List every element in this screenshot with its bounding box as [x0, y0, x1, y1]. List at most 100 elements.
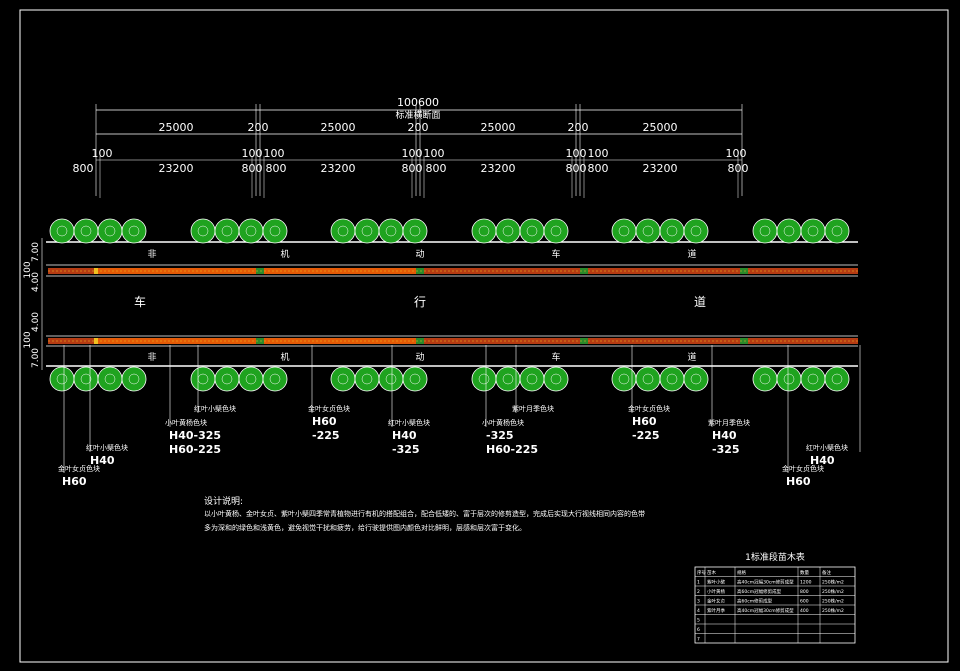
tree-canopy-ring — [526, 225, 538, 237]
tree-canopy-ring — [361, 225, 373, 237]
lane-label-upper-1: 非 — [147, 248, 156, 260]
table-cell: 紫叶小檗 — [707, 579, 725, 586]
tree-symbol — [752, 218, 778, 244]
callout-label: 紫叶月季色块 — [512, 404, 554, 413]
notes-title: 设计说明: — [204, 495, 243, 507]
lane-label-main-2: 行 — [414, 295, 426, 309]
tree-canopy-ring — [831, 373, 843, 385]
table-cell: 250株/m2 — [822, 598, 844, 605]
tree-symbol — [378, 218, 404, 244]
tree-symbol — [824, 218, 850, 244]
table-cell: 高60cm冠幅修剪成型 — [737, 588, 782, 595]
lane-label-lower-2: 机 — [280, 351, 289, 363]
callout-code: H60 — [62, 475, 87, 488]
tree-symbol — [214, 366, 240, 392]
tree-canopy-ring — [269, 225, 281, 237]
callout-code: H60 — [786, 475, 811, 488]
table-cell: 6 — [697, 627, 700, 633]
lane-label-lower-5: 道 — [687, 351, 696, 363]
table-header-cell: 数量 — [800, 569, 809, 576]
strip-segment — [48, 338, 94, 344]
tree-symbol — [354, 218, 380, 244]
dim-100-d: 100 — [402, 147, 423, 160]
dim-100-b: 100 — [242, 147, 263, 160]
tree-symbol — [49, 366, 75, 392]
callout-code: -225 — [632, 429, 660, 442]
tree-canopy-ring — [502, 225, 514, 237]
strip-segment — [748, 268, 858, 274]
planting-strip-upper — [48, 268, 858, 274]
table-header-cell: 苗木 — [707, 569, 716, 576]
segment-6: 200 — [568, 121, 589, 134]
tree-symbol — [495, 366, 521, 392]
tree-canopy-ring — [221, 225, 233, 237]
tree-canopy-ring — [666, 225, 678, 237]
total-width-label: 100600 — [397, 96, 439, 109]
lane-label-main-1: 车 — [134, 294, 146, 309]
callout-label: 小叶黄杨色块 — [165, 418, 207, 427]
tree-symbol — [683, 218, 709, 244]
tree-canopy-ring — [409, 373, 421, 385]
callout-label: 金叶女贞色块 — [58, 464, 100, 473]
tree-symbol — [214, 218, 240, 244]
notes-line-1: 以小叶黄杨、金叶女贞、紫叶小檗四季常青植物进行有机的搭配组合，配合低矮的、富于层… — [204, 509, 645, 518]
table-cell: 5 — [697, 618, 700, 624]
callout-code: H60 — [632, 415, 657, 428]
segment-5: 25000 — [481, 121, 516, 134]
table-cell: 金叶女贞 — [707, 598, 725, 605]
dim-800-e: 800 — [426, 162, 447, 175]
strip-segment — [748, 338, 858, 344]
tree-symbol — [776, 366, 802, 392]
tree-symbol — [330, 218, 356, 244]
table-cell: 250株/m2 — [822, 607, 844, 614]
dim-800-f: 800 — [566, 162, 587, 175]
tree-symbol — [190, 366, 216, 392]
tree-canopy-ring — [409, 225, 421, 237]
plant-callouts: 金叶女贞色块H60红叶小檗色块H40小叶黄杨色块H40-325H60-225红叶… — [58, 345, 861, 488]
dim-100-f: 100 — [566, 147, 587, 160]
tree-symbol — [402, 218, 428, 244]
tree-canopy-ring — [478, 373, 490, 385]
table-cell: 800 — [800, 589, 809, 595]
section-title: 标准横断面 — [395, 109, 440, 121]
callout-code: H60-225 — [169, 443, 221, 456]
tree-canopy-ring — [337, 373, 349, 385]
tree-symbol — [121, 366, 147, 392]
strip-segment — [48, 268, 94, 274]
tree-canopy-ring — [618, 225, 630, 237]
left-dim-700-top: 7.00 — [31, 242, 41, 262]
tree-canopy-ring — [807, 225, 819, 237]
lane-label-upper-2: 机 — [280, 248, 289, 260]
lane-label-upper-4: 车 — [551, 248, 560, 260]
dim-100-h: 100 — [726, 147, 747, 160]
tree-canopy-ring — [56, 225, 68, 237]
lane-label-main-3: 道 — [694, 295, 706, 309]
callout-code: H40 — [90, 454, 115, 467]
dim-800-c: 800 — [266, 162, 287, 175]
lane-label-lower-1: 非 — [147, 351, 156, 363]
tree-row-lower — [49, 366, 850, 392]
tree-canopy-ring — [690, 373, 702, 385]
table-cell: 1200 — [800, 580, 812, 586]
table-cell: 小叶黄杨 — [707, 588, 725, 595]
tree-symbol — [354, 366, 380, 392]
table-cell: 1 — [697, 580, 700, 586]
tree-canopy-ring — [783, 225, 795, 237]
tree-symbol — [402, 366, 428, 392]
callout-code: H40-325 — [169, 429, 221, 442]
tree-canopy-ring — [807, 373, 819, 385]
tree-symbol — [543, 366, 569, 392]
table-cell: 高40cm冠幅30cm修剪成型 — [737, 607, 794, 614]
table-cell: 400 — [800, 608, 809, 614]
left-dim-400-top: 4.00 — [31, 272, 41, 292]
tree-canopy-ring — [690, 225, 702, 237]
segment-2: 200 — [248, 121, 269, 134]
dim-100-g: 100 — [588, 147, 609, 160]
tree-canopy-ring — [80, 373, 92, 385]
tree-canopy-ring — [642, 225, 654, 237]
tree-canopy-ring — [759, 373, 771, 385]
tree-symbol — [519, 366, 545, 392]
tree-canopy-ring — [221, 373, 233, 385]
tree-symbol — [262, 366, 288, 392]
